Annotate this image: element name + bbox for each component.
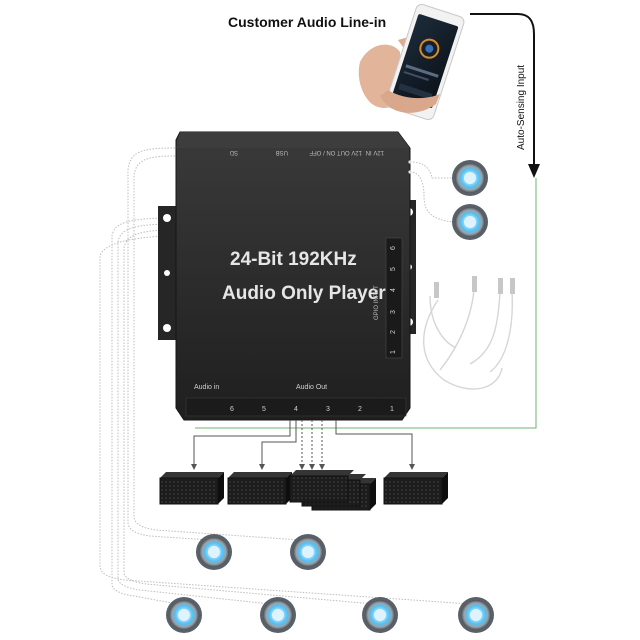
speaker-cables (193, 420, 413, 466)
push-button-icon (362, 597, 398, 633)
cable-arrows (191, 464, 415, 470)
auto-sensing-caption: Auto-Sensing Input (516, 65, 527, 150)
terminal-number: 4 (294, 406, 298, 413)
gpio-input-label: GPIO INPUT (374, 285, 380, 320)
push-button-icon (452, 204, 488, 240)
audio-cable-bundle-image (423, 289, 514, 390)
speaker-image (159, 472, 224, 505)
usb-port-label: USB (276, 149, 288, 155)
green-audio-wire (195, 178, 537, 429)
device-body (175, 131, 411, 421)
ear-hole-icon (163, 214, 171, 222)
device-title-line1: 24-Bit 192KHz (230, 249, 357, 270)
ear-hole-icon (163, 324, 171, 332)
gpio-number: 4 (390, 288, 397, 292)
gpio-number: 3 (390, 310, 397, 314)
cable-plugs (434, 276, 515, 298)
device-title-line2: Audio Only Player (222, 283, 386, 304)
speaker-image (383, 472, 448, 505)
audio-in-label: Audio in (194, 384, 219, 391)
button-wiring-left (99, 147, 471, 605)
push-button-icon (458, 597, 494, 633)
button-wiring-right (409, 161, 458, 223)
connector-dot-icon (408, 160, 412, 164)
push-button-icon (166, 597, 202, 633)
audio-player-device: SD USB 12V OUT ON / OFF 12V IN 24-Bit 19… (158, 131, 416, 421)
push-button-icon (196, 534, 232, 570)
gpio-number: 2 (390, 330, 397, 334)
audio-terminal-strip (185, 397, 407, 417)
gpio-number: 1 (390, 350, 397, 354)
push-button-icon (290, 534, 326, 570)
terminal-number: 3 (326, 406, 330, 413)
terminal-number: 5 (262, 406, 266, 413)
audio-out-label: Audio Out (296, 384, 327, 391)
line-in-caption: Customer Audio Line-in (228, 14, 386, 30)
speaker-image (227, 472, 292, 505)
auto-sensing-arrow-icon (528, 164, 540, 178)
speakers (159, 470, 448, 511)
gpio-terminal (385, 237, 403, 359)
push-button-icon (260, 597, 296, 633)
ear-hole-icon (164, 270, 170, 276)
sd-port-label: SD (229, 149, 238, 155)
terminal-number: 2 (358, 406, 362, 413)
terminal-number: 6 (230, 406, 234, 413)
hand-with-phone-image (358, 3, 465, 121)
terminal-number: 1 (390, 406, 394, 413)
push-buttons (166, 160, 494, 633)
12v-in-label: 12V IN (366, 149, 384, 155)
connector-dot-icon (408, 170, 412, 174)
gpio-number: 6 (390, 246, 397, 250)
auto-sensing-cable (470, 13, 535, 168)
12v-out-onoff-label: 12V OUT ON / OFF (309, 149, 362, 155)
speaker-stack-image (289, 470, 376, 511)
gpio-number: 5 (390, 267, 397, 271)
push-button-icon (452, 160, 488, 196)
